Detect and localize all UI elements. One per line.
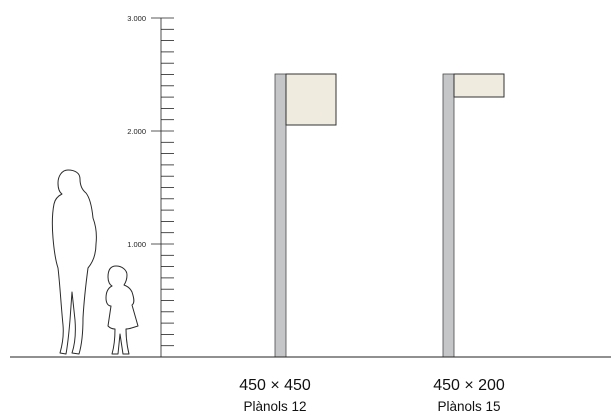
sign-1-dimensions: 450 × 450	[239, 377, 311, 394]
scale-label-2000: 2.000	[127, 127, 146, 136]
scale-label-3000: 3.000	[127, 14, 146, 23]
sign-1-reference: Plànols 12	[243, 399, 306, 414]
sign-2	[442, 73, 505, 358]
height-scale-ticks	[151, 17, 174, 347]
sign-2-reference: Plànols 15	[437, 399, 500, 414]
sign-1	[274, 73, 337, 358]
sign-2-dimensions: 450 × 200	[433, 377, 505, 394]
scale-label-1000: 1.000	[127, 240, 146, 249]
sign-1-pole	[274, 73, 287, 358]
adult-silhouette	[51, 169, 97, 355]
child-silhouette	[105, 265, 139, 355]
sign-2-panel	[453, 73, 505, 98]
sign-1-panel	[285, 73, 337, 126]
height-scale: 1.000 2.000 3.000	[127, 14, 174, 357]
sign-2-pole	[442, 73, 455, 358]
